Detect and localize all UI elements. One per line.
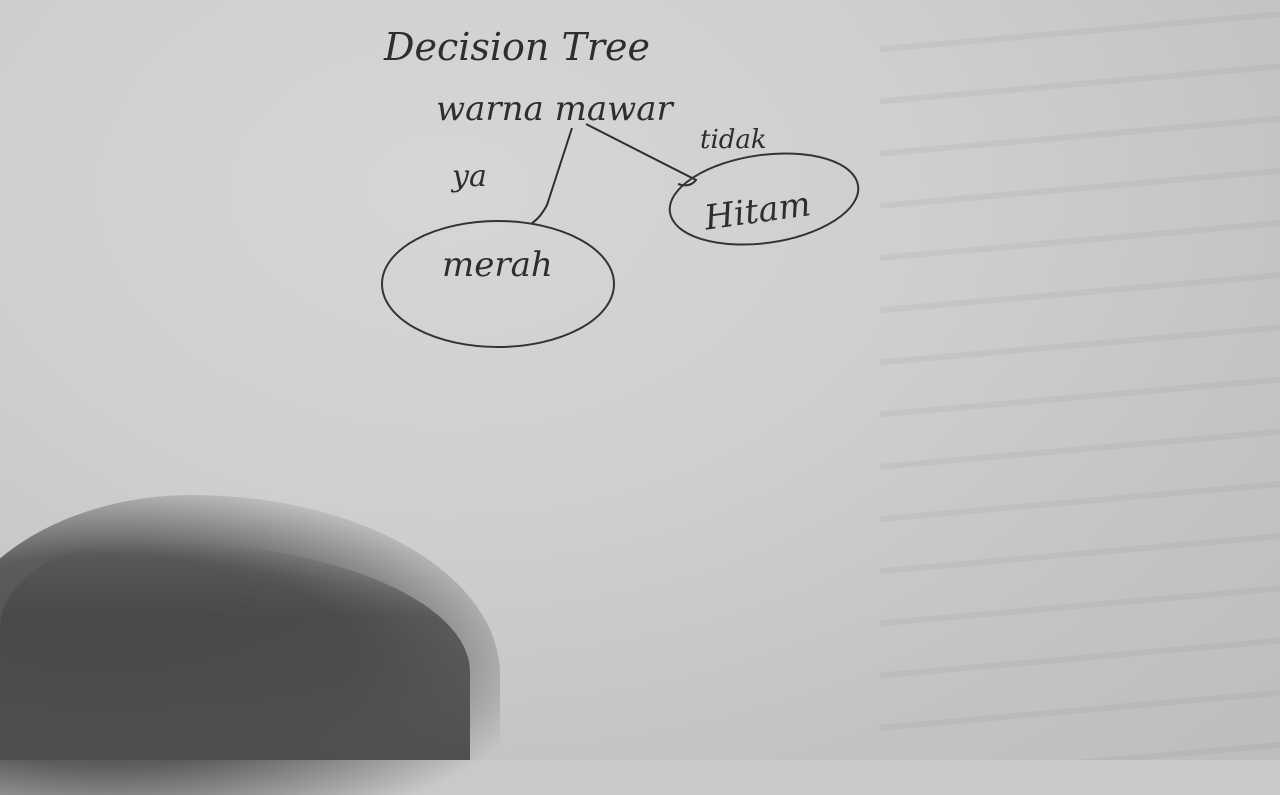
leaf-node-hitam-outline [668, 152, 860, 246]
leaf-node-merah-label: merah [442, 245, 553, 285]
paper-bleed-through-text [880, 0, 1280, 760]
edge-label-ya: ya [450, 159, 487, 194]
root-node-label: warna mawar [436, 89, 674, 129]
diagram-title: Decision Tree [383, 25, 650, 69]
edge-to-merah [531, 127, 573, 224]
decision-tree-diagram: Decision Tree warna mawar ya tidak merah… [381, 25, 860, 348]
leaf-node-hitam-label: Hitam [701, 184, 813, 239]
edge-to-hitam [585, 123, 698, 187]
leaf-node-merah-outline [381, 220, 615, 348]
edge-label-tidak: tidak [700, 125, 767, 155]
